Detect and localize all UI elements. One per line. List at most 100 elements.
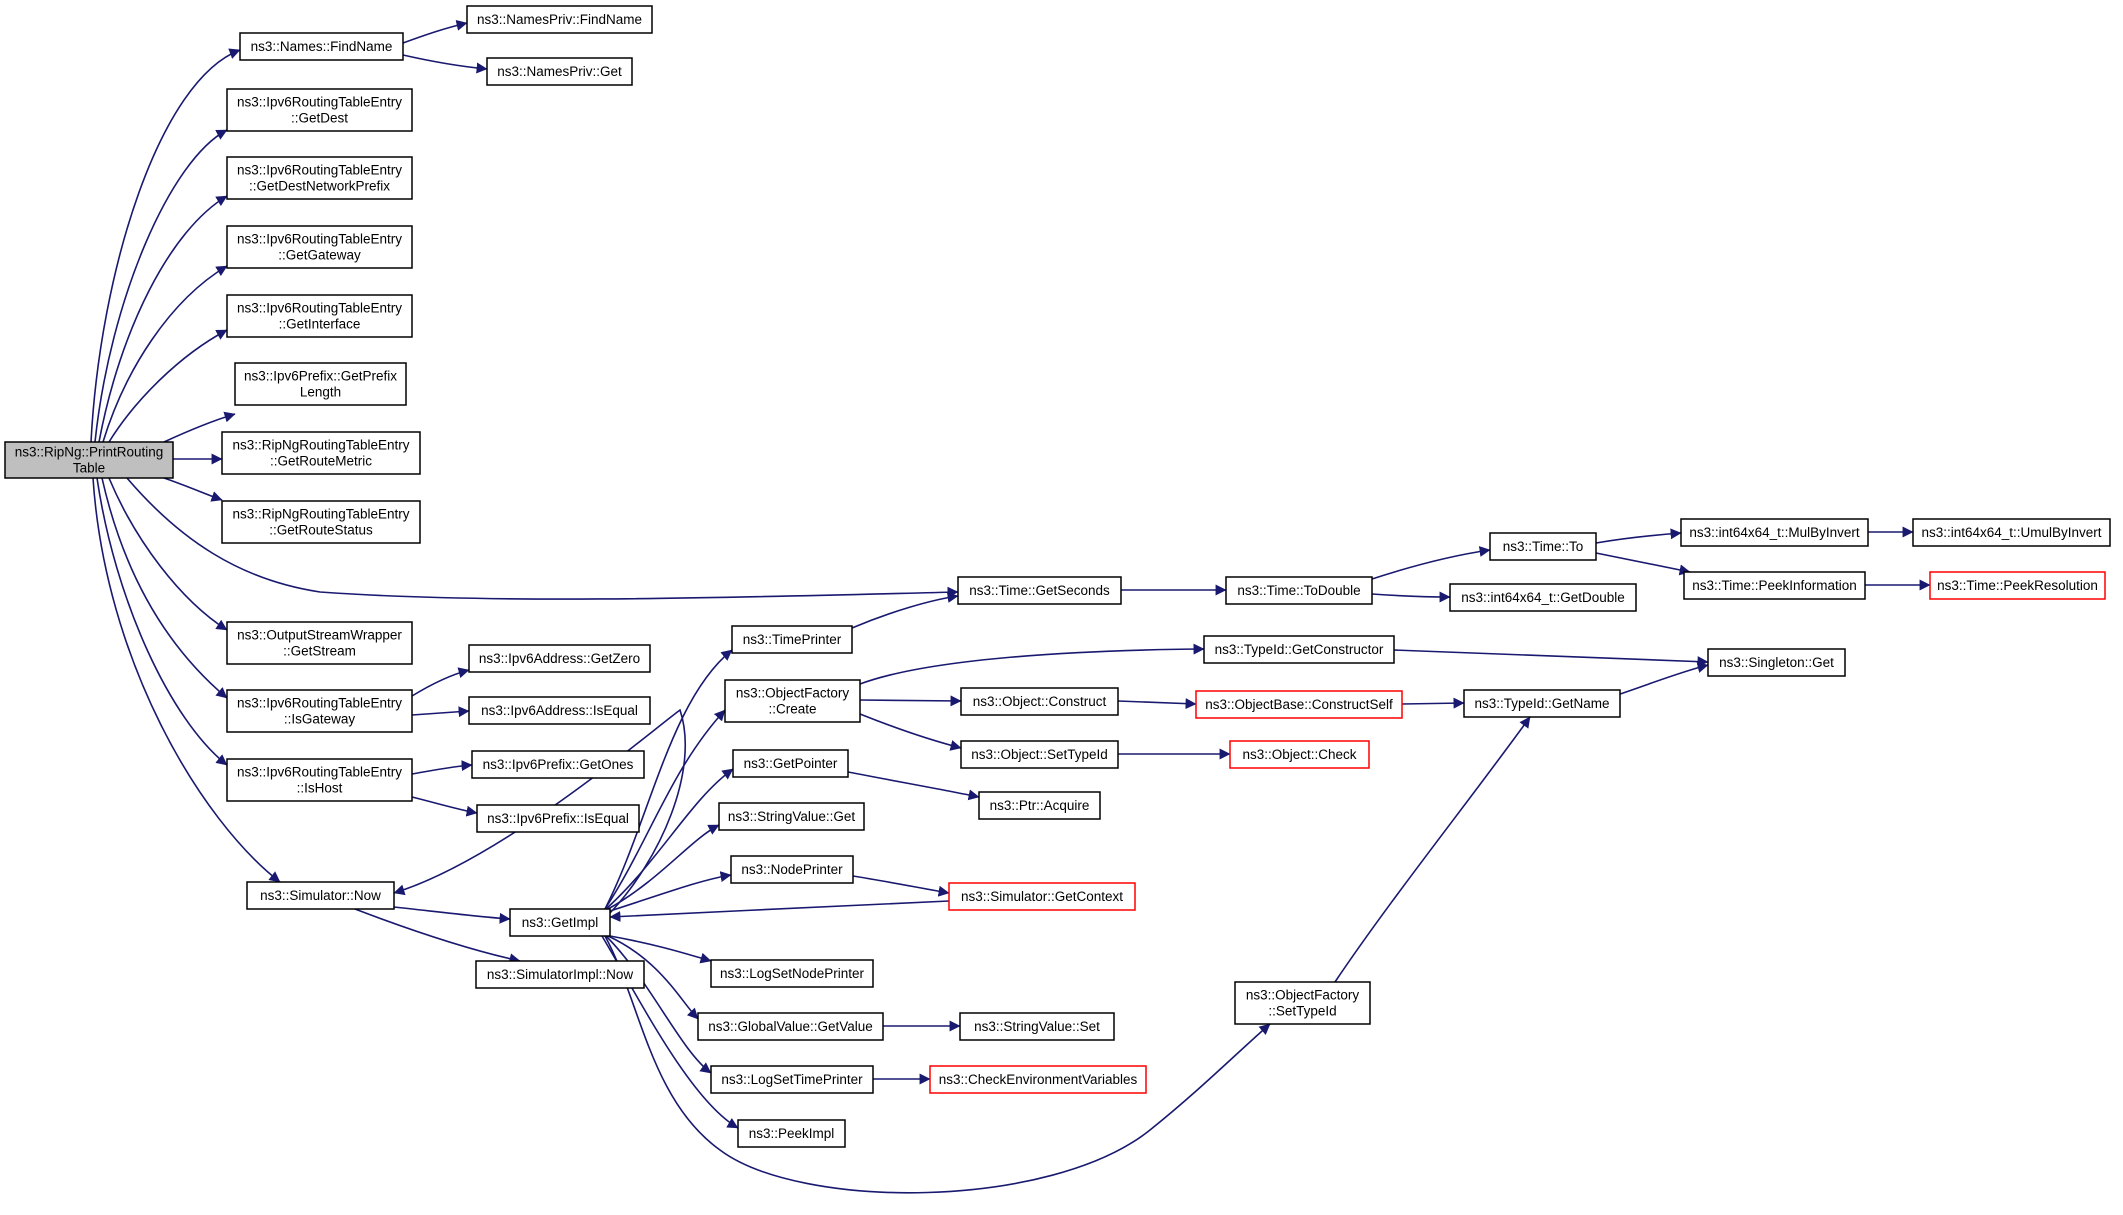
node-objcheck[interactable]: ns3::Object::Check	[1229, 740, 1370, 769]
edge-root-getstream	[108, 477, 228, 631]
node-peekimpl[interactable]: ns3::PeekImpl	[737, 1119, 846, 1148]
node-gvgetvalue[interactable]: ns3::GlobalValue::GetValue	[697, 1012, 884, 1041]
edge-root-getgw	[102, 265, 228, 443]
node-timeprinter[interactable]: ns3::TimePrinter	[731, 625, 853, 654]
node-getdestnp[interactable]: ns3::Ipv6RoutingTableEntry::GetDestNetwo…	[226, 156, 413, 200]
node-box	[226, 621, 413, 665]
node-ofsettypeid[interactable]: ns3::ObjectFactory::SetTypeId	[1234, 981, 1371, 1025]
node-prefisequal[interactable]: ns3::Ipv6Prefix::IsEqual	[476, 804, 640, 833]
node-label: ns3::Time::ToDouble	[1237, 583, 1360, 598]
edge-ofcreate-objsettypeid	[859, 713, 962, 751]
node-box	[1229, 740, 1370, 769]
node-label: ns3::Simulator::Now	[260, 888, 381, 903]
node-objconstruct[interactable]: ns3::Object::Construct	[960, 687, 1119, 716]
node-getpointer[interactable]: ns3::GetPointer	[732, 749, 849, 778]
node-box	[468, 644, 651, 673]
node-getroutestatus[interactable]: ns3::RipNgRoutingTableEntry::GetRouteSta…	[221, 500, 421, 544]
edges-layer	[90, 19, 1931, 1194]
node-mulbyinvert[interactable]: ns3::int64x64_t::MulByInvert	[1680, 518, 1869, 547]
edge-root-getprefixlen	[163, 411, 236, 443]
node-box	[1203, 635, 1395, 664]
edge-ofcreate-objconstruct	[859, 695, 962, 707]
node-prefgetones[interactable]: ns3::Ipv6Prefix::GetOnes	[471, 750, 645, 779]
node-umulbyinvert[interactable]: ns3::int64x64_t::UmulByInvert	[1912, 518, 2111, 547]
node-logsetnodeprinter[interactable]: ns3::LogSetNodePrinter	[710, 959, 874, 988]
node-simnow[interactable]: ns3::Simulator::Now	[246, 881, 395, 910]
node-peekinfo[interactable]: ns3::Time::PeekInformation	[1683, 571, 1866, 600]
node-simgetcontext[interactable]: ns3::Simulator::GetContext	[948, 882, 1136, 911]
edge-line	[607, 935, 699, 1020]
node-nodeprinter[interactable]: ns3::NodePrinter	[730, 855, 854, 884]
node-label: ns3::StringValue::Get	[728, 809, 856, 824]
node-objsettypeid[interactable]: ns3::Object::SetTypeId	[960, 740, 1119, 769]
node-i64getdouble[interactable]: ns3::int64x64_t::GetDouble	[1449, 583, 1637, 612]
node-getimpl[interactable]: ns3::GetImpl	[509, 908, 611, 937]
node-findname[interactable]: ns3::Names::FindName	[239, 32, 404, 61]
node-getstream[interactable]: ns3::OutputStreamWrapper::GetStream	[226, 621, 413, 665]
edge-line	[102, 265, 228, 443]
edge-root-getseconds	[126, 477, 959, 600]
node-getdest[interactable]: ns3::Ipv6RoutingTableEntry::GetDest	[226, 88, 413, 132]
node-box	[471, 750, 645, 779]
edge-line	[163, 477, 223, 502]
edge-root-getif	[108, 329, 228, 443]
node-singletonget[interactable]: ns3::Singleton::Get	[1707, 648, 1846, 677]
edge-line	[101, 477, 228, 699]
node-box	[1929, 571, 2106, 600]
edge-line	[411, 760, 473, 775]
node-box	[957, 576, 1122, 605]
node-addrisequal[interactable]: ns3::Ipv6Address::IsEqual	[468, 696, 651, 725]
node-npfindname[interactable]: ns3::NamesPriv::FindName	[466, 5, 653, 34]
node-label: ns3::GetImpl	[522, 915, 599, 930]
node-simimplnow[interactable]: ns3::SimulatorImpl::Now	[475, 960, 645, 989]
node-getif[interactable]: ns3::Ipv6RoutingTableEntry::GetInterface	[226, 294, 413, 338]
node-label: ns3::Singleton::Get	[1719, 655, 1834, 670]
edge-timeto-mulbyinvert	[1595, 528, 1682, 544]
node-ofcreate[interactable]: ns3::ObjectFactory::Create	[724, 679, 861, 723]
node-getgw[interactable]: ns3::Ipv6RoutingTableEntry::GetGateway	[226, 225, 413, 269]
node-objbaseconstructself[interactable]: ns3::ObjectBase::ConstructSelf	[1195, 690, 1403, 719]
node-getseconds[interactable]: ns3::Time::GetSeconds	[957, 576, 1122, 605]
edge-ishost-prefisequal	[411, 796, 478, 817]
node-isgw[interactable]: ns3::Ipv6RoutingTableEntry::IsGateway	[226, 689, 413, 733]
node-label: ns3::Ipv6RoutingTableEntry	[237, 301, 402, 316]
edge-line	[411, 706, 470, 718]
edge-line	[859, 643, 1205, 685]
edge-root-ishost	[96, 477, 228, 766]
node-box	[466, 5, 653, 34]
node-ishost[interactable]: ns3::Ipv6RoutingTableEntry::IsHost	[226, 758, 413, 802]
node-label: ns3::Ipv6Address::GetZero	[479, 651, 640, 666]
node-peekres[interactable]: ns3::Time::PeekResolution	[1929, 571, 2106, 600]
node-label: ns3::Ptr::Acquire	[990, 798, 1090, 813]
node-addrgetzero[interactable]: ns3::Ipv6Address::GetZero	[468, 644, 651, 673]
node-label: ::GetDest	[291, 111, 348, 126]
node-box	[221, 431, 421, 475]
node-ptracquire[interactable]: ns3::Ptr::Acquire	[978, 791, 1101, 820]
node-logsettimeprinter[interactable]: ns3::LogSetTimePrinter	[710, 1065, 874, 1094]
edge-objconstruct-objbaseconstructself	[1117, 698, 1197, 710]
node-tidgetctor[interactable]: ns3::TypeId::GetConstructor	[1203, 635, 1395, 664]
edge-ishost-prefgetones	[411, 760, 473, 775]
node-label: ::IsHost	[297, 781, 343, 796]
node-todouble[interactable]: ns3::Time::ToDouble	[1225, 576, 1373, 605]
node-box	[1683, 571, 1866, 600]
edge-nodeprinter-simgetcontext	[852, 875, 950, 897]
node-getroutemetric[interactable]: ns3::RipNgRoutingTableEntry::GetRouteMet…	[221, 431, 421, 475]
node-box	[731, 625, 853, 654]
edge-line	[607, 824, 720, 910]
node-checkenv[interactable]: ns3::CheckEnvironmentVariables	[929, 1065, 1147, 1094]
node-label: ns3::TypeId::GetName	[1474, 696, 1609, 711]
node-label: ::GetInterface	[279, 317, 361, 332]
node-npget[interactable]: ns3::NamesPriv::Get	[486, 57, 633, 86]
node-timeto[interactable]: ns3::Time::To	[1489, 532, 1597, 561]
edge-line	[859, 695, 962, 707]
edge-line	[609, 900, 950, 923]
node-svget[interactable]: ns3::StringValue::Get	[718, 802, 865, 831]
node-svset[interactable]: ns3::StringValue::Set	[959, 1012, 1115, 1041]
node-label: ns3::GetPointer	[744, 756, 838, 771]
edge-root-isgw	[101, 477, 228, 699]
edge-objbaseconstructself-tidgetname	[1401, 697, 1465, 709]
node-tidgetname[interactable]: ns3::TypeId::GetName	[1463, 689, 1621, 718]
